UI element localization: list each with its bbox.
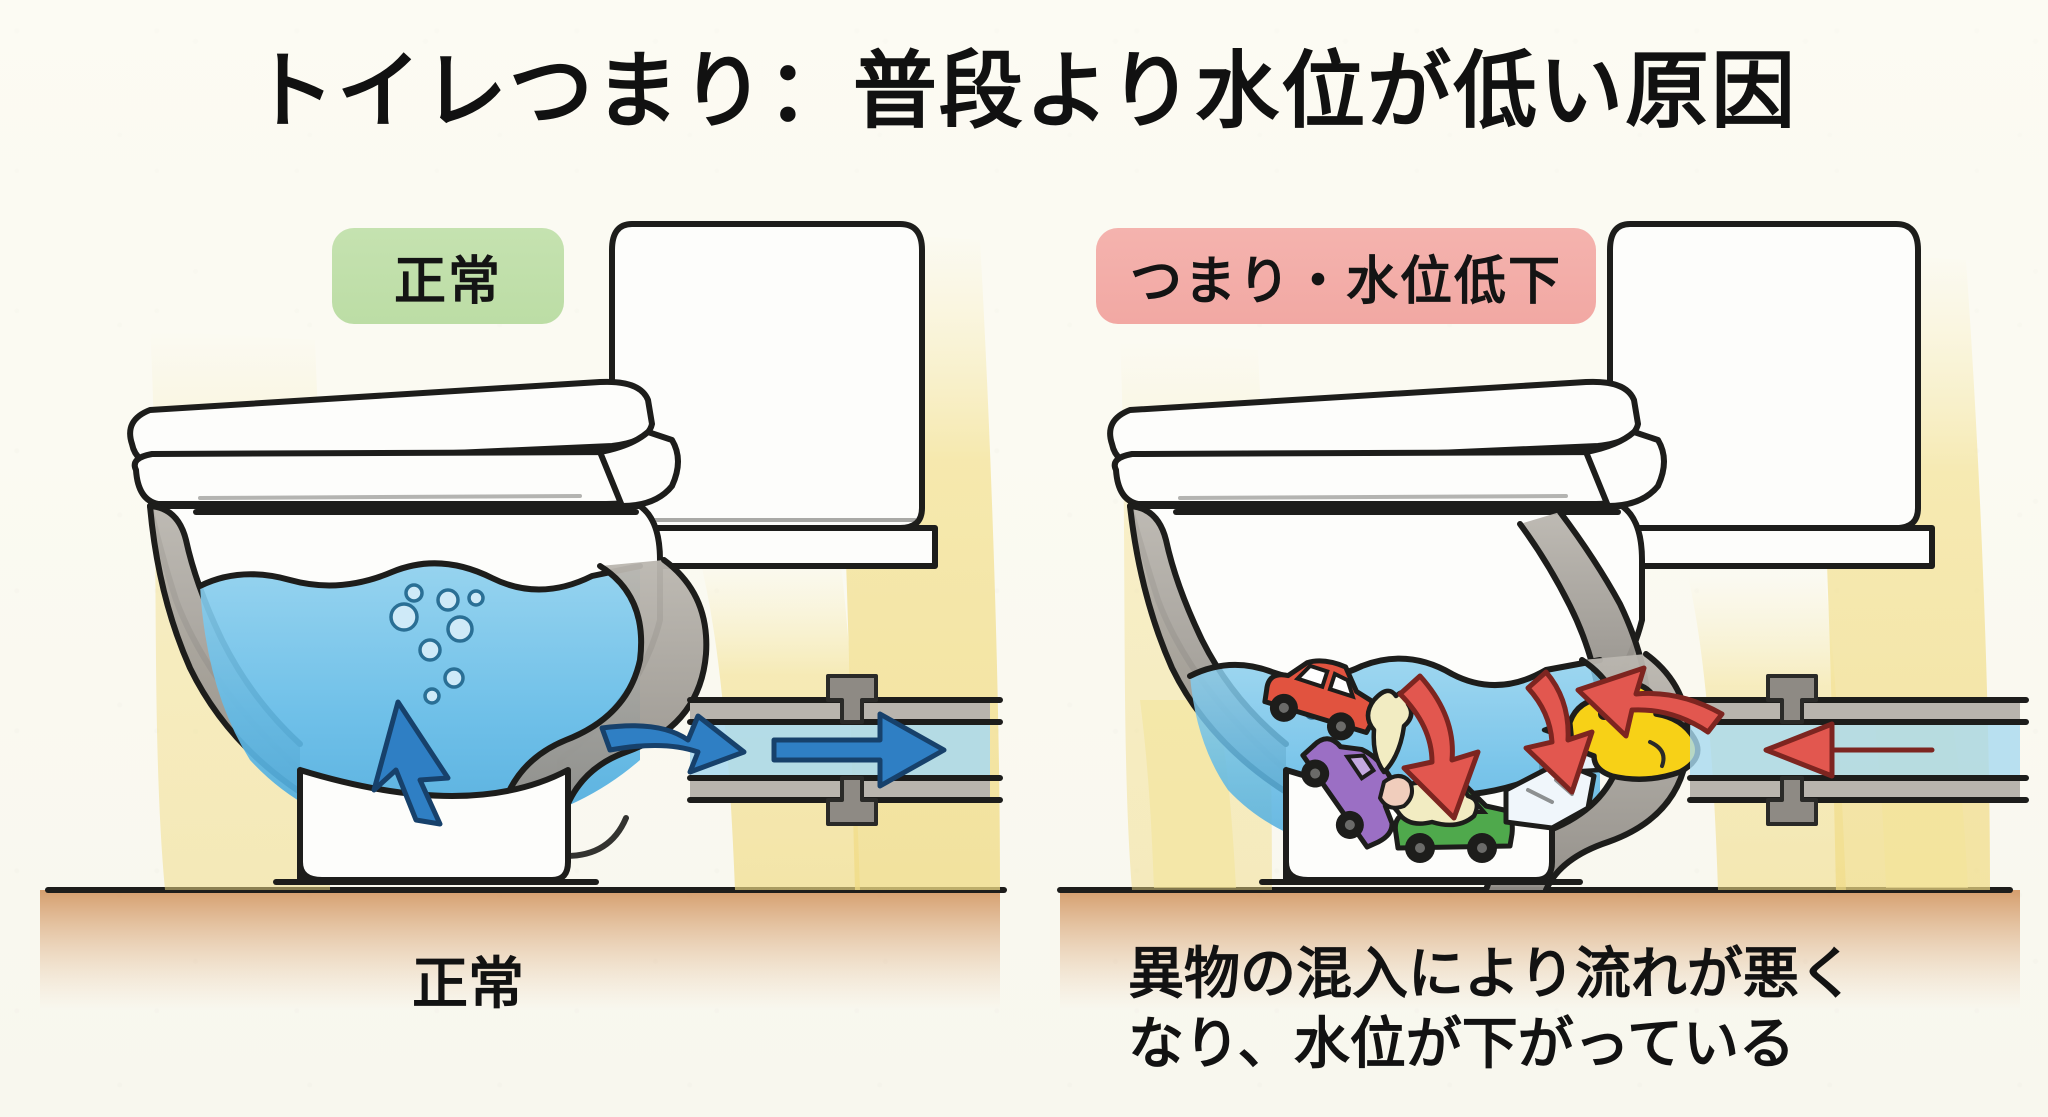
clogged-water-surface [1187,655,1603,689]
normal-tank [597,221,938,569]
normal-seat-lid [127,378,681,509]
caption-normal: 正常 [412,952,524,1017]
clogged-seat-lid [1107,378,1667,509]
normal-flow-arrows [371,699,947,827]
caption-clogged: 異物の混入により流れが悪く なり、水位が下がっている [1128,940,1855,1080]
toilet-normal [127,221,1003,890]
badge-clogged-label: つまり・水位低下 [1129,251,1562,312]
purple-toy-car [1300,736,1395,850]
drain-direction-arrow [771,711,947,789]
status-badge-clogged: つまり・水位低下 [1096,228,1596,324]
clogged-flow-arrows [1397,665,1935,821]
status-badge-normal: 正常 [332,228,564,324]
normal-bubbles [389,583,485,705]
toilet-clogged [1107,221,2029,893]
normal-water-surface [197,560,643,593]
page-title: トイレつまり：普段より水位が低い原因 [250,42,1798,140]
clogged-tank [1593,221,1935,569]
blocked-arrow-right [1523,669,1595,795]
crumpled-paper-top [1365,688,1414,775]
backflow-arrow-horizontal [1763,721,1935,779]
caption-clogged-line1: 異物の混入により流れが悪く [1128,942,1855,1007]
backflow-arrow-curved [1575,665,1725,739]
curved-flow-arrow [599,713,747,775]
duck-wing [1648,740,1666,768]
caption-clogged-line2: なり、水位が下がっている [1128,1012,1795,1077]
pink-debris [1378,774,1414,810]
badge-normal-label: 正常 [393,251,502,312]
blocked-arrow-left [1397,673,1481,821]
upward-flow-arrow [371,699,451,827]
